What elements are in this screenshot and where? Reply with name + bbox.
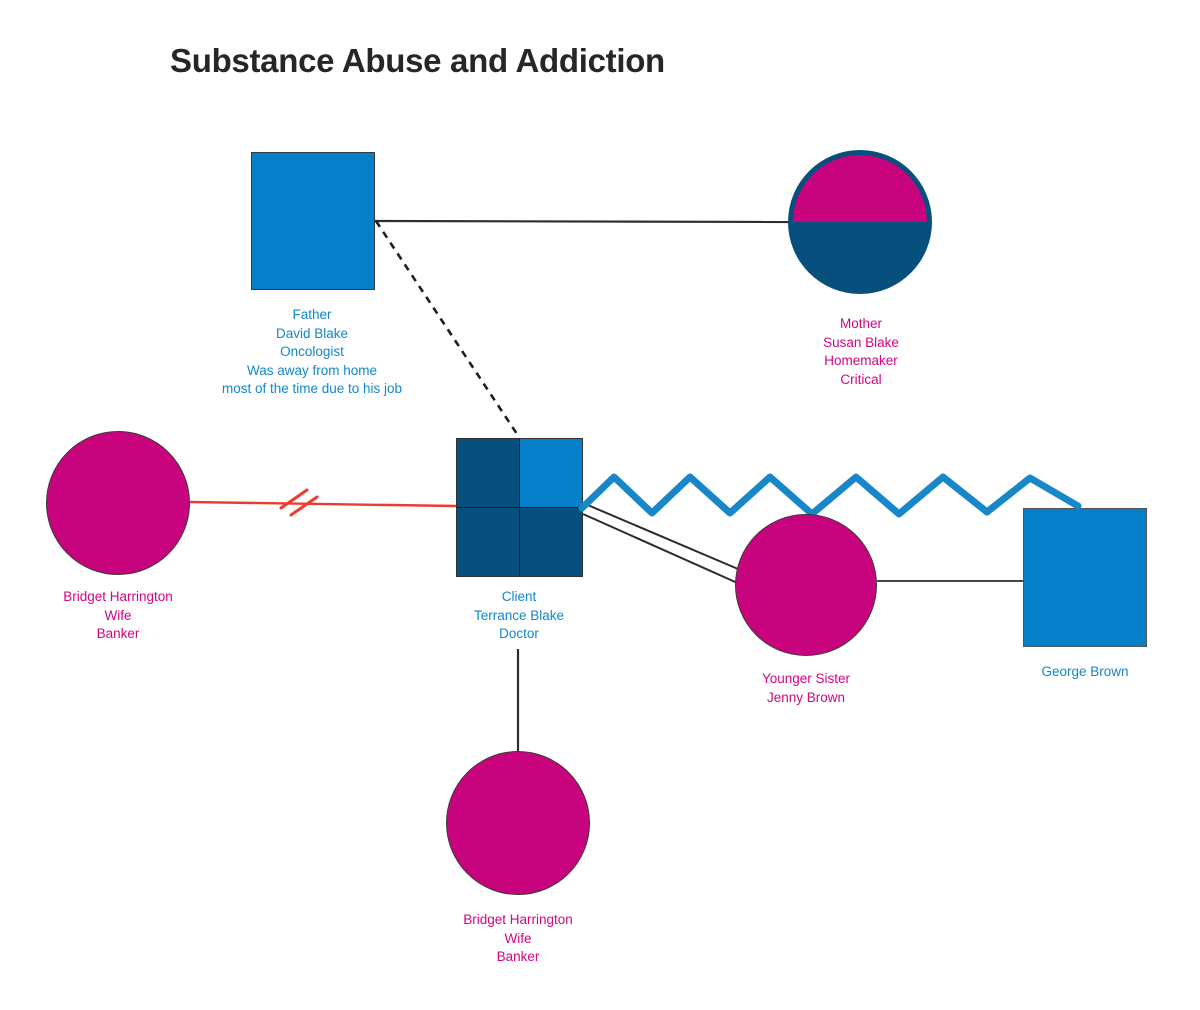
client-quadrant-bottom-right [519, 507, 582, 576]
father-client-dashed-line [374, 220, 521, 438]
sister-label-line: Younger Sister [761, 671, 851, 686]
client-george-zigzag-line [578, 473, 1082, 518]
sister-label: Younger Sister Jenny Brown [762, 670, 850, 707]
sister-circle[interactable] [735, 514, 877, 656]
father-mother-marriage-line [374, 219, 790, 224]
diagram-title: Substance Abuse and Addiction [170, 42, 665, 79]
divorce-slash-1 [279, 488, 309, 510]
mother-circle[interactable] [788, 150, 932, 294]
sister-label-line: Jenny Brown [766, 689, 846, 705]
client-sister-line-2 [582, 513, 743, 586]
father-square[interactable] [251, 152, 375, 290]
wife-bottom-label-line: Banker [496, 949, 540, 965]
mother-label-line: Mother [839, 316, 883, 331]
divorce-red-line [188, 500, 457, 508]
wife-left-label-line: Banker [96, 626, 140, 642]
wife-left-label: Bridget Harrington Wife Banker [63, 588, 173, 644]
client-label-line: Client [501, 589, 537, 604]
wife-bottom-label-line: Bridget Harrington [463, 912, 573, 927]
client-sister-line-1 [582, 502, 739, 570]
mother-label-line: Homemaker [824, 353, 898, 369]
mother-label: Mother Susan Blake Homemaker Critical [823, 315, 899, 389]
client-label: Client Terrance Blake Doctor [474, 588, 564, 644]
client-quadrant-top-left [457, 439, 520, 508]
father-label-line: Oncologist [280, 344, 344, 360]
father-label: Father David Blake Oncologist Was away f… [222, 306, 402, 399]
father-label-line: Father [292, 307, 332, 322]
father-label-line: most of the time due to his job [221, 381, 403, 397]
wife-bottom-label-line: Wife [504, 930, 532, 946]
wife-left-label-line: Bridget Harrington [63, 589, 173, 604]
wife-client-divorce-line [188, 488, 457, 517]
client-quadrant-bottom-left [457, 507, 520, 576]
wife-bottom-circle[interactable] [446, 751, 590, 895]
client-label-line: Terrance Blake [473, 607, 565, 623]
wife-left-circle[interactable] [46, 431, 190, 575]
father-label-line: Was away from home [246, 362, 378, 378]
george-square[interactable] [1023, 508, 1147, 647]
father-label-line: David Blake [275, 325, 349, 341]
client-sister-double-line [582, 502, 743, 586]
mother-label-line: Critical [840, 371, 882, 387]
mother-label-line: Susan Blake [823, 334, 899, 350]
george-label: George Brown [1041, 663, 1128, 682]
wife-bottom-label: Bridget Harrington Wife Banker [463, 911, 573, 967]
client-quadrant-square[interactable] [456, 438, 583, 577]
client-quadrant-top-right [519, 439, 582, 508]
george-label-line: George Brown [1041, 664, 1129, 679]
client-label-line: Doctor [499, 626, 539, 642]
client-square-horizontal-divider [457, 506, 582, 509]
wife-left-label-line: Wife [104, 607, 132, 623]
divorce-slash-2 [289, 495, 319, 517]
